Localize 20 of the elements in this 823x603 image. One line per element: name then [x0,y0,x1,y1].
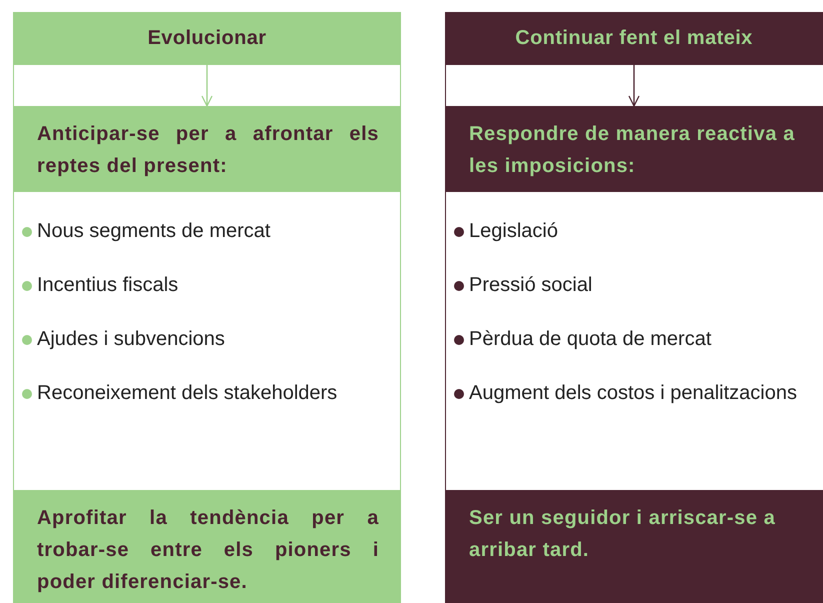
bullet-item: Incentius fiscals [13,269,381,301]
bullet-item: Legislació [445,215,803,247]
heading-band [13,106,401,192]
bullet-item: Pèrdua de quota de mercat [445,323,803,355]
header-band [445,12,823,65]
bullet-item: Augment dels costos i penalitzacions [445,377,803,409]
conclusion-text: Ser un seguidor i arriscar-se a arribar tard. [468,506,777,563]
section-heading: Anticipar-se per a afrontar els reptes del present: [36,122,380,179]
conclusion-band [13,490,401,603]
bullet-item: Pressió social [445,269,803,301]
heading-band [445,106,823,192]
conclusion-band [445,490,823,603]
conclusion-text: Aprofitar la tendència per a trobar-se entre els pioners i poder diferenciar-se. [36,506,380,595]
section-heading: Respondre de manera reactiva a les imposicions: [468,122,796,179]
bullet-item: Reconeixement dels stakeholders [13,377,381,409]
header-band [13,12,401,65]
column-title: Evolucionar [148,27,266,50]
column-title: Continuar fent el mateix [515,27,753,50]
bullet-item: Nous segments de mercat [13,215,381,247]
bullet-item: Ajudes i subvencions [13,323,381,355]
